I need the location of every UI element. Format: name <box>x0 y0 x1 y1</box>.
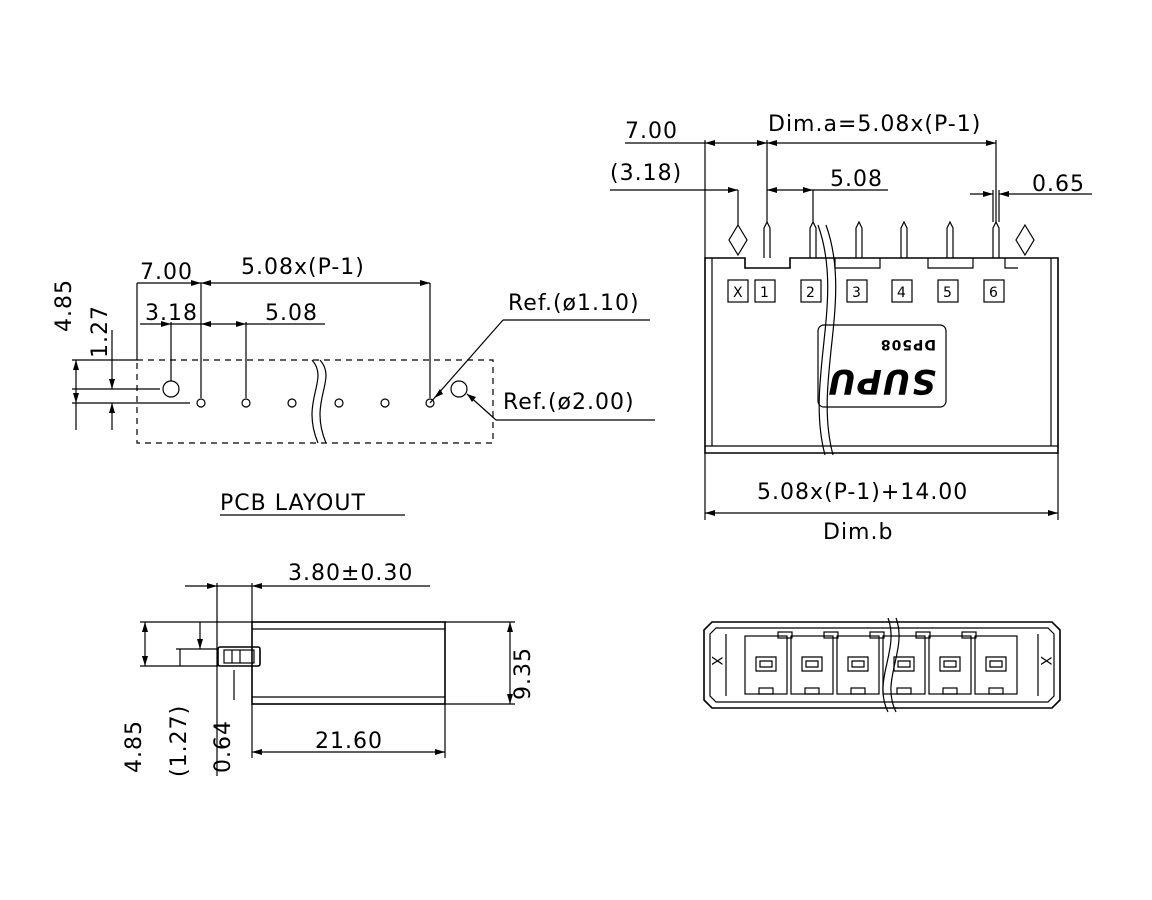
pcb-ref-200: Ref.(ø2.00) <box>503 390 635 415</box>
brand-logo: SUPU <box>827 361 936 401</box>
side-housing <box>251 621 446 705</box>
pcb-dim-127: 1.27 <box>88 305 113 358</box>
model-number: DP508 <box>880 336 936 352</box>
pcb-ref-110: Ref.(ø1.10) <box>508 291 640 316</box>
logo-plate <box>817 324 947 408</box>
side-view: 3.80±0.30 21.60 9.35 4.85 (1.27) 0.64 <box>122 561 536 777</box>
side-dim-935: 9.35 <box>511 647 536 700</box>
pcb-large-hole-left <box>162 380 180 398</box>
position-1: 1 <box>760 285 770 301</box>
position-5: 5 <box>943 285 953 301</box>
position-3: 3 <box>852 285 862 301</box>
right-latch <box>1015 223 1035 257</box>
front-dim-overall: 5.08x(P-1)+14.00 <box>757 480 968 505</box>
bottom-cavities <box>744 631 1018 695</box>
front-dim-508: 5.08 <box>830 167 883 192</box>
side-dim-380: 3.80±0.30 <box>288 561 413 586</box>
side-dim-485: 4.85 <box>122 720 147 773</box>
front-pins <box>763 220 1000 258</box>
bottom-end-mark-left: X <box>708 656 724 667</box>
position-6: 6 <box>989 285 999 301</box>
pcb-outline <box>136 359 494 444</box>
pcb-dim-700: 7.00 <box>140 260 193 285</box>
front-view: X 1 2 3 4 5 6 SUPU DP508 <box>610 112 1092 545</box>
front-dim-700: 7.00 <box>625 119 678 144</box>
side-pin <box>217 646 261 667</box>
pcb-dim-318: 3.18 <box>145 301 198 326</box>
pcb-dim-pitch: 5.08x(P-1) <box>241 255 365 280</box>
pcb-dim-508: 5.08 <box>265 301 318 326</box>
pcb-layout-view: 7.00 5.08x(P-1) 3.18 5.08 4.85 1.27 Ref.… <box>52 255 655 516</box>
front-dim-065: 0.65 <box>1032 172 1085 197</box>
pcb-break-mark <box>311 359 319 444</box>
bottom-view: X X <box>703 617 1061 713</box>
pcb-large-hole-right <box>450 380 468 398</box>
bottom-end-mark-right: X <box>1037 656 1053 667</box>
pcb-dim-485: 4.85 <box>52 279 77 332</box>
position-x: X <box>733 285 744 301</box>
front-dim-318: (3.18) <box>610 161 682 186</box>
pcb-layout-title: PCB LAYOUT <box>220 491 366 516</box>
position-labels: X 1 2 3 4 5 6 <box>727 279 1005 303</box>
front-break-mark <box>817 224 829 456</box>
front-housing <box>704 257 1059 454</box>
bottom-housing <box>703 621 1061 709</box>
position-2: 2 <box>806 285 816 301</box>
side-dim-064: 0.64 <box>211 720 236 773</box>
pcb-small-holes <box>196 398 435 408</box>
front-dim-b: Dim.b <box>823 520 893 545</box>
side-dim-127: (1.27) <box>167 705 192 777</box>
front-dim-a: Dim.a=5.08x(P-1) <box>768 112 981 137</box>
side-dim-2160: 21.60 <box>315 729 383 754</box>
left-latch <box>728 223 748 257</box>
bottom-break-mark <box>882 617 892 713</box>
position-4: 4 <box>897 285 907 301</box>
